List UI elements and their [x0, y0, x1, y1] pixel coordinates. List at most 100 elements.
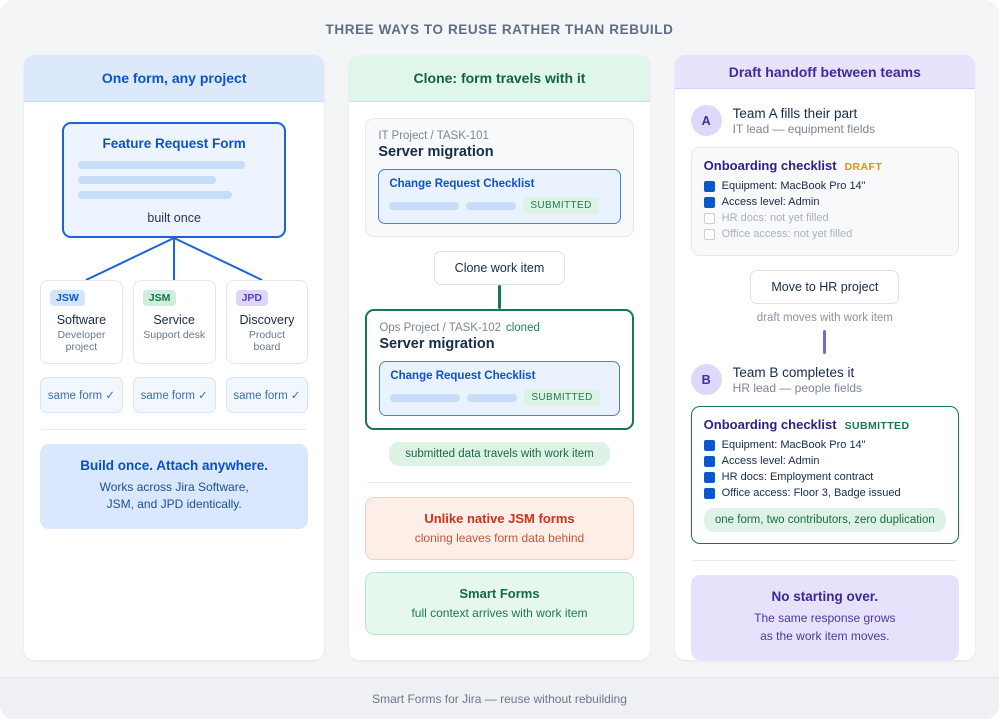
onboarding-checklist-draft[interactable]: Onboarding checklist DRAFT Equipment: Ma… — [690, 147, 959, 257]
column-two-header: Clone: form travels with it — [349, 55, 650, 102]
summary-line-1: The same response grows — [754, 611, 896, 626]
status-badge: SUBMITTED — [523, 197, 599, 214]
source-work-item-meta: IT Project / TASK-101 — [378, 130, 489, 142]
clone-step: Clone work item — [365, 251, 633, 285]
page-title: THREE WAYS TO REUSE RATHER THAN REBUILD — [325, 22, 674, 37]
checklist-item-label: Office access: Floor 3, Badge issued — [721, 487, 901, 500]
checklist-item[interactable]: Equipment: MacBook Pro 14" — [703, 180, 946, 192]
team-a-row: A Team A fills their part IT lead — equi… — [690, 105, 959, 137]
checklist-item[interactable]: Access level: Admin — [703, 455, 946, 468]
checkbox-checked-icon[interactable] — [703, 439, 715, 451]
project-desc: Product board — [248, 329, 286, 353]
form-field-bar — [467, 393, 518, 402]
checkbox-unchecked-icon[interactable] — [703, 228, 715, 240]
source-form-chip[interactable]: Change Request Checklist SUBMITTED — [378, 169, 621, 224]
cloned-form-title: Change Request Checklist — [390, 370, 536, 382]
checkbox-checked-icon[interactable] — [703, 196, 715, 208]
checkbox-checked-icon[interactable] — [703, 471, 715, 483]
callout-smart-forms: Smart Forms full context arrives with wo… — [365, 572, 634, 635]
cloned-form-fields: SUBMITTED — [390, 389, 608, 406]
status-badge: SUBMITTED — [524, 389, 600, 406]
form-field-bar — [390, 393, 461, 402]
summary-line-1: Works across Jira Software, — [99, 480, 249, 494]
onboarding-checklist-submitted[interactable]: Onboarding checklist SUBMITTED Equipment… — [690, 406, 959, 545]
project-name: Service — [153, 313, 196, 327]
form-field-bar — [389, 201, 460, 210]
feature-request-form-title: Feature Request Form — [102, 136, 246, 151]
team-a-name: Team A fills their part — [732, 105, 858, 121]
checklist-item[interactable]: HR docs: not yet filled — [703, 212, 946, 225]
column-draft-handoff: Draft handoff between teams A Team A fil… — [674, 55, 975, 660]
source-work-item-card[interactable]: IT Project / TASK-101 Server migration C… — [365, 118, 634, 237]
project-card-jpd[interactable]: JPD Discovery Product board — [225, 280, 309, 364]
fanout-connector — [40, 238, 308, 280]
project-cards-row: JSW Software Developer project JSM Servi… — [40, 280, 309, 364]
project-desc: Support desk — [143, 329, 206, 341]
callout-body: cloning leaves form data behind — [414, 531, 585, 545]
checklist-item-label: Office access: not yet filled — [721, 228, 853, 241]
project-name: Software — [56, 313, 107, 327]
done-card-header: Onboarding checklist SUBMITTED — [704, 417, 946, 432]
same-form-chip: same form ✓ — [132, 377, 216, 413]
section-divider — [42, 429, 307, 430]
project-tag-jpd: JPD — [235, 290, 268, 306]
source-form-title: Change Request Checklist — [389, 178, 535, 190]
checkbox-checked-icon[interactable] — [703, 180, 715, 192]
move-to-hr-project-button[interactable]: Move to HR project — [750, 270, 900, 305]
project-desc: Developer project — [57, 329, 106, 353]
submitted-status-badge: SUBMITTED — [844, 420, 910, 433]
checklist-item[interactable]: Equipment: MacBook Pro 14" — [703, 439, 946, 452]
team-a-text: Team A fills their part IT lead — equipm… — [733, 106, 876, 136]
checklist-item-label: HR docs: not yet filled — [721, 212, 829, 225]
done-card-title: Onboarding checklist — [703, 417, 837, 433]
checkbox-checked-icon[interactable] — [703, 455, 715, 467]
column-one-body: Feature Request Form built once — [24, 102, 324, 660]
column-two-body: IT Project / TASK-101 Server migration C… — [349, 102, 649, 660]
callout-body: full context arrives with work item — [411, 606, 588, 620]
source-work-item-title: Server migration — [378, 144, 494, 160]
team-a-role: IT lead — equipment fields — [732, 121, 876, 136]
project-tag-jsw: JSW — [50, 290, 85, 306]
checklist-item[interactable]: Office access: not yet filled — [703, 228, 946, 241]
same-form-chip: same form ✓ — [225, 377, 309, 413]
section-divider — [692, 560, 957, 562]
column-clone-form-travels: Clone: form travels with it IT Project /… — [349, 55, 650, 660]
team-b-name: Team B completes it — [732, 364, 855, 380]
team-b-text: Team B completes it HR lead — people fie… — [733, 365, 862, 395]
section-divider — [367, 482, 632, 483]
form-field-bar — [78, 191, 232, 199]
handoff-connector-line — [823, 330, 827, 355]
same-form-chip: same form ✓ — [40, 377, 123, 413]
checkbox-unchecked-icon[interactable] — [703, 212, 715, 224]
same-form-chips-row: same form ✓ same form ✓ same form ✓ — [40, 377, 309, 413]
draft-status-badge: DRAFT — [844, 161, 883, 174]
callout-title: Unlike native JSM forms — [424, 511, 575, 526]
team-b-row: B Team B completes it HR lead — people f… — [690, 364, 959, 396]
column-one-header: One form, any project — [24, 55, 325, 102]
checklist-item[interactable]: HR docs: Employment contract — [703, 471, 946, 483]
callout-native-jsm: Unlike native JSM forms cloning leaves f… — [365, 497, 634, 560]
done-card-note: one form, two contributors, zero duplica… — [703, 508, 946, 533]
feature-request-form-card[interactable]: Feature Request Form built once — [62, 122, 287, 238]
column-three-summary: No starting over. The same response grow… — [690, 575, 959, 660]
clone-work-item-button[interactable]: Clone work item — [433, 251, 566, 285]
checklist-item-label: Equipment: MacBook Pro 14" — [721, 439, 866, 452]
project-card-jsm[interactable]: JSM Service Support desk — [132, 280, 216, 364]
checkbox-checked-icon[interactable] — [703, 487, 715, 499]
cloned-form-chip[interactable]: Change Request Checklist SUBMITTED — [379, 361, 620, 416]
checklist-item[interactable]: Office access: Floor 3, Badge issued — [703, 487, 946, 500]
cloned-flag: cloned — [505, 322, 540, 334]
source-form-fields: SUBMITTED — [389, 197, 609, 214]
summary-title: Build once. Attach anywhere. — [80, 458, 269, 473]
project-card-jsw[interactable]: JSW Software Developer project — [40, 280, 123, 364]
column-one-form-any-project: One form, any project Feature Request Fo… — [24, 55, 325, 660]
draft-move-hint: draft moves with work item — [756, 312, 893, 325]
checklist-item[interactable]: Access level: Admin — [703, 196, 946, 208]
team-b-role: HR lead — people fields — [732, 380, 863, 395]
summary-line-2: as the work item moves. — [760, 628, 890, 643]
cloned-work-item-title: Server migration — [379, 336, 495, 352]
checklist-item-label: Access level: Admin — [721, 455, 820, 468]
form-field-bar — [466, 201, 517, 210]
